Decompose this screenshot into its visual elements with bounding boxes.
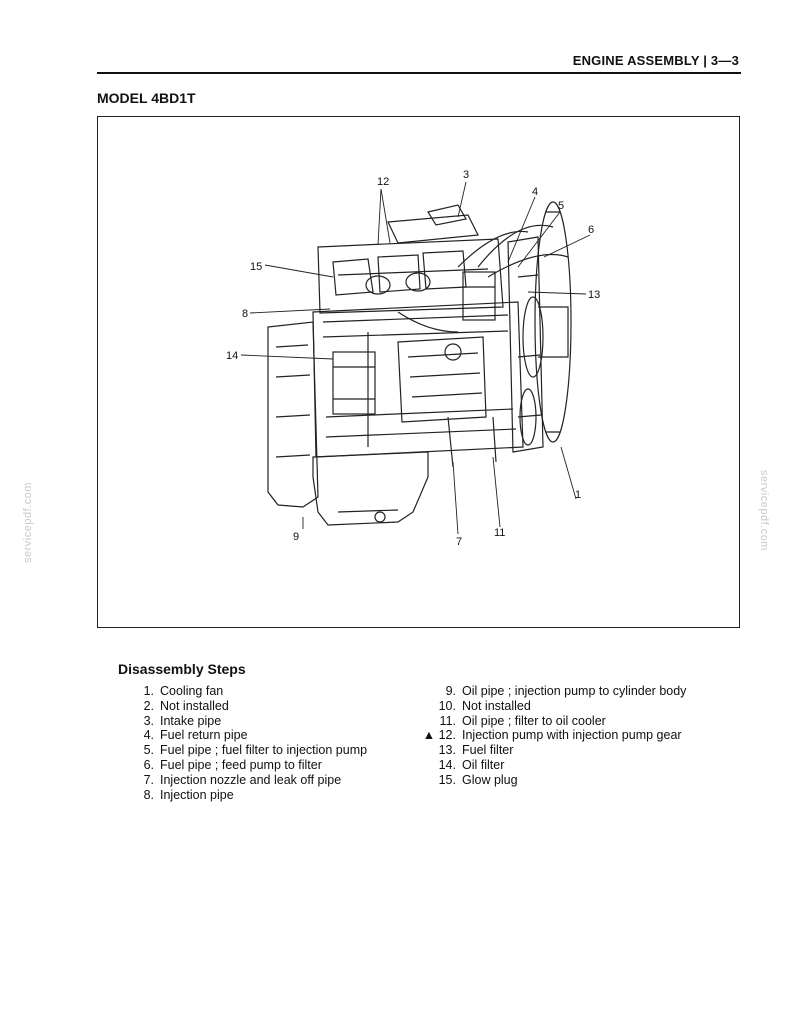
step-item: ▲ 12.Injection pump with injection pump …	[422, 728, 682, 743]
steps-left-column: 1.Cooling fan 2.Not installed 3.Intake p…	[118, 684, 378, 802]
step-item: 5.Fuel pipe ; fuel filter to injection p…	[143, 743, 368, 758]
engine-figure: 12 3 4 5 6 15 13 8 14 1 11 9 7	[97, 116, 740, 628]
disassembly-steps-title: Disassembly Steps	[118, 661, 246, 677]
callout-4: 4	[532, 186, 538, 198]
watermark-right: servicepdf.com	[758, 470, 770, 551]
step-item: 15.Glow plug	[438, 772, 518, 787]
callout-6: 6	[588, 224, 594, 236]
callout-7: 12	[377, 176, 389, 188]
step-item: 10.Not installed	[438, 698, 531, 713]
step-item: 3.Intake pipe	[143, 713, 222, 728]
step-item: 4.Fuel return pipe	[143, 728, 248, 743]
callout-11: 9	[293, 531, 299, 543]
callout-9: 7	[456, 536, 462, 548]
engine-illustration	[267, 201, 572, 526]
callout-5: 5	[558, 200, 564, 212]
figure-callouts: 12 3 4 5 6 15 13 8 14 1 11 9 7	[226, 169, 600, 548]
leader-lines	[240, 181, 591, 535]
header-rule	[97, 72, 741, 74]
engine-drawing: 12 3 4 5 6 15 13 8 14 1 11 9 7	[226, 169, 600, 548]
step-item: 14.Oil filter	[438, 757, 505, 772]
steps-right-column: 9.Oil pipe ; injection pump to cylinder …	[400, 684, 700, 788]
callout-12: 11	[494, 527, 505, 539]
callout-1: 1	[575, 489, 581, 501]
step-item: 2.Not installed	[143, 698, 229, 713]
step-item: 13.Fuel filter	[438, 743, 514, 758]
callout-13: 13	[588, 289, 600, 301]
step-item: 8.Injection pipe	[143, 787, 234, 802]
step-item: 1.Cooling fan	[143, 684, 224, 698]
callout-15: 15	[250, 261, 262, 273]
step-item: 6.Fuel pipe ; feed pump to filter	[143, 757, 322, 772]
step-item: 9.Oil pipe ; injection pump to cylinder …	[445, 684, 687, 698]
step-item: 11.Oil pipe ; filter to oil cooler	[439, 713, 606, 728]
step-item: 7.Injection nozzle and leak off pipe	[143, 772, 342, 787]
model-title: MODEL 4BD1T	[97, 90, 196, 106]
callout-8: 8	[242, 308, 248, 320]
callout-3: 3	[463, 169, 469, 181]
page-header-title: ENGINE ASSEMBLY | 3—3	[572, 53, 739, 68]
callout-14: 14	[226, 350, 238, 362]
watermark-left: servicepdf.com	[22, 482, 34, 563]
